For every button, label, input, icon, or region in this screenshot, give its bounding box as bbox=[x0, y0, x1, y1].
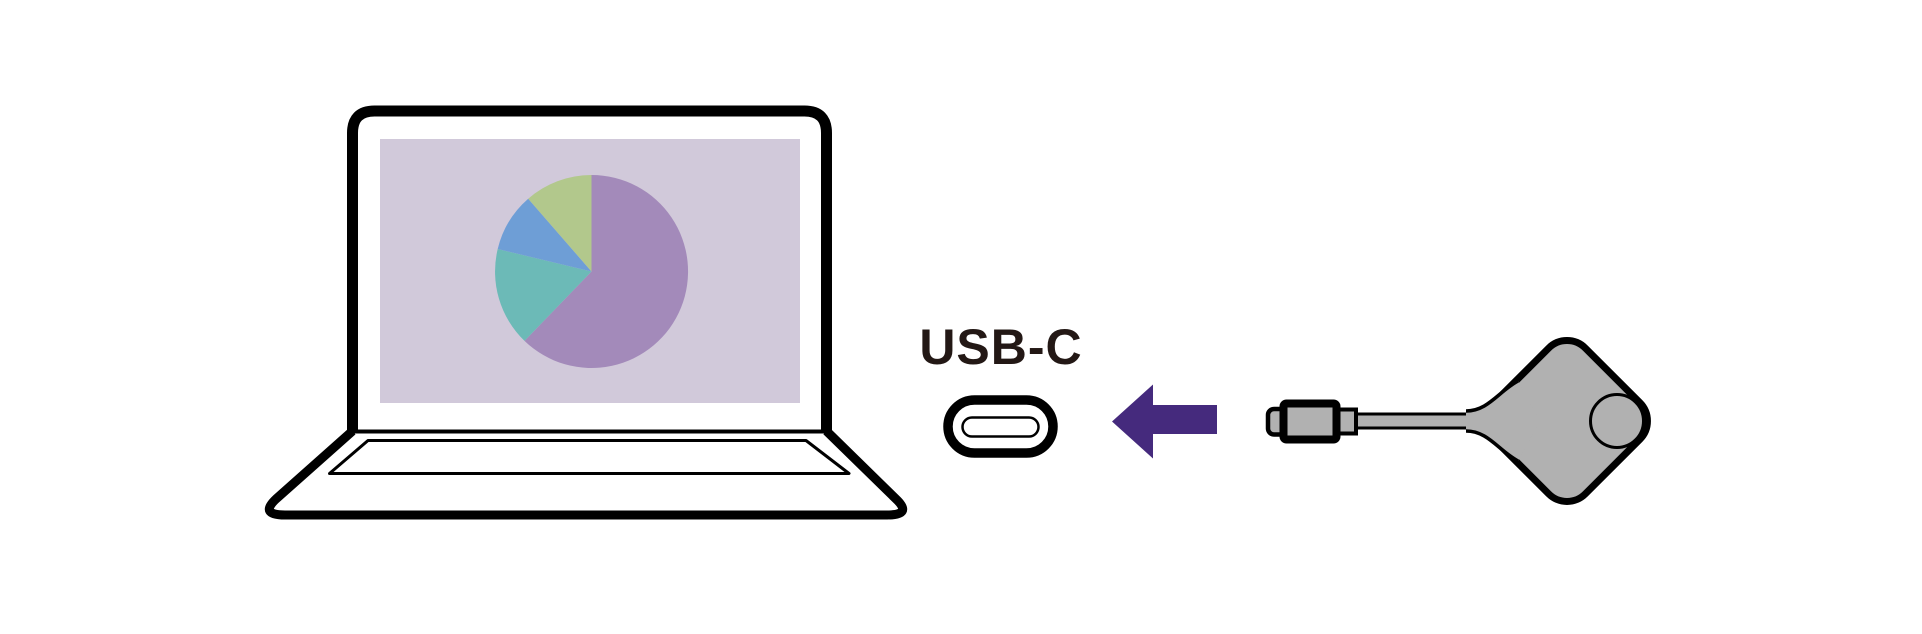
pie-slice-blue bbox=[497, 198, 592, 272]
arrow-left-icon bbox=[1112, 384, 1217, 459]
usb-c-port-icon bbox=[943, 395, 1058, 458]
dongle-funnel-top-edge bbox=[1465, 379, 1519, 413]
pie-slice-green bbox=[528, 175, 592, 272]
dongle-button bbox=[1589, 393, 1645, 449]
usb-c-dongle bbox=[1265, 337, 1651, 505]
usb-c-port-inner bbox=[961, 416, 1040, 438]
pie-slice-purple bbox=[524, 174, 689, 368]
pie-chart bbox=[495, 174, 689, 368]
dongle-funnel bbox=[1466, 381, 1540, 461]
usb-c-label: USB-C bbox=[919, 319, 1082, 375]
laptop-illustration bbox=[264, 105, 908, 520]
laptop-keyboard-area bbox=[328, 439, 851, 475]
usb-c-port-group: USB-C bbox=[919, 319, 1082, 458]
dongle-connector-body bbox=[1279, 399, 1341, 444]
dongle-body-diamond bbox=[1483, 337, 1651, 505]
dongle-cable bbox=[1348, 412, 1474, 430]
dongle-funnel-bottom-edge bbox=[1465, 429, 1519, 463]
pie-slice-teal bbox=[495, 249, 592, 341]
